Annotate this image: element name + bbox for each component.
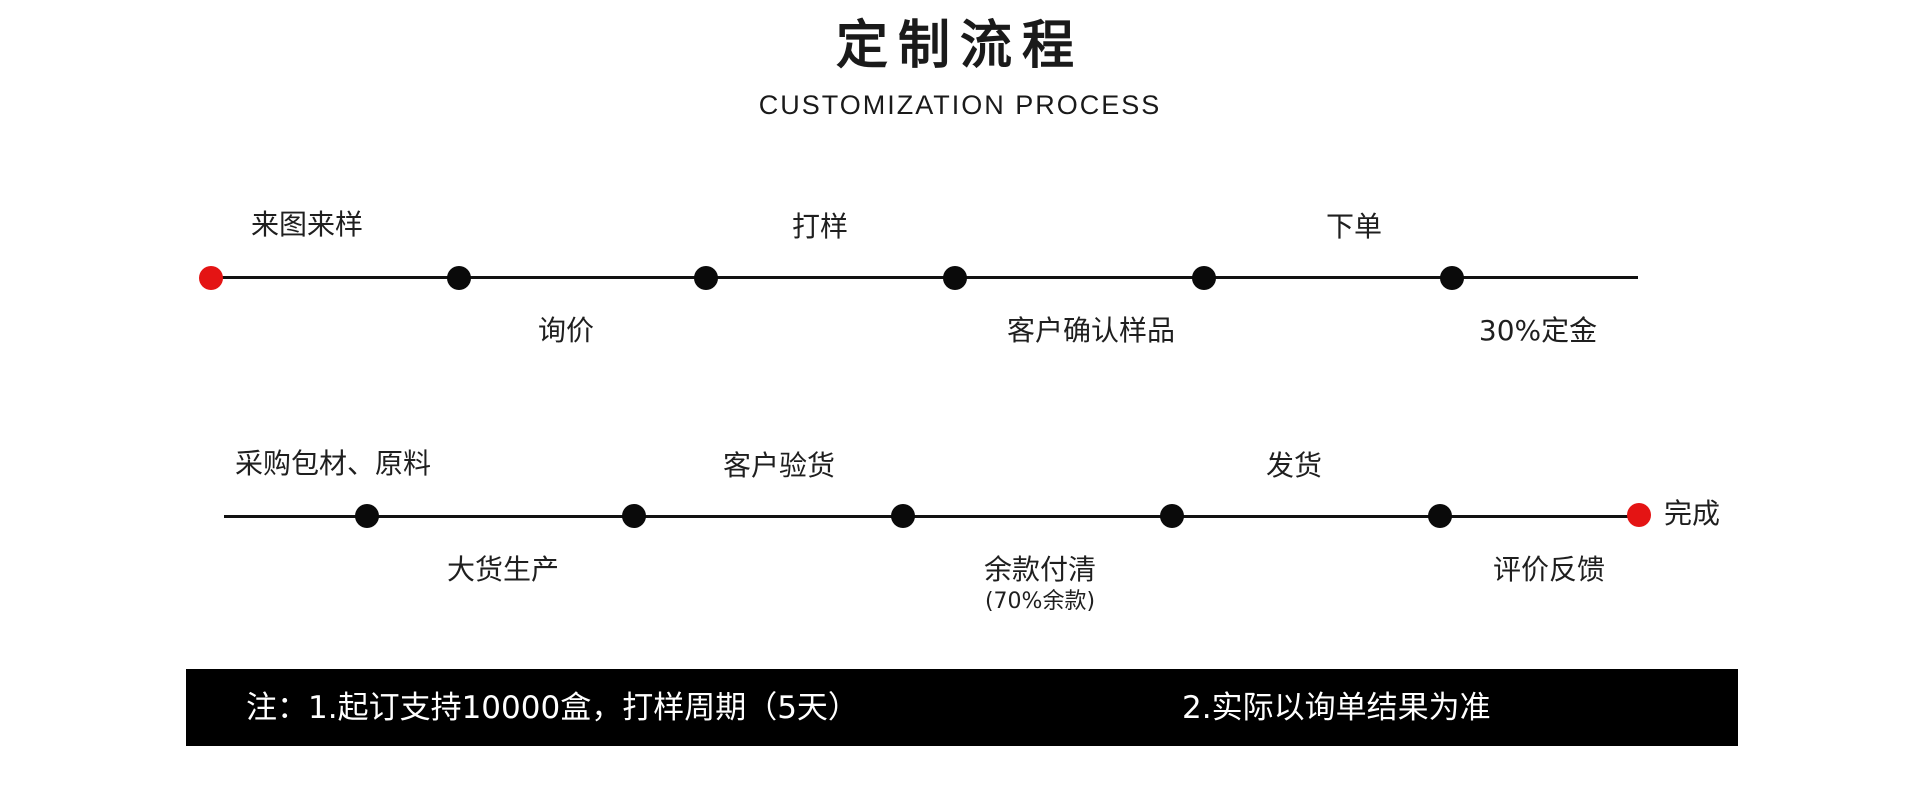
step-dot <box>1192 266 1216 290</box>
step-label: 发货 <box>1265 449 1323 482</box>
note-text-2: 2.实际以询单结果为准 <box>1182 690 1491 726</box>
step-label: 询价 <box>537 314 595 347</box>
step-label: 客户验货 <box>722 449 836 482</box>
step-label: 来图来样 <box>250 208 364 241</box>
step-dot <box>1160 504 1184 528</box>
timeline-line-1 <box>210 276 1638 279</box>
end-dot <box>1627 503 1651 527</box>
step-dot <box>694 266 718 290</box>
step-dot <box>891 504 915 528</box>
note-bar: 注：1.起订支持10000盒，打样周期（5天） 2.实际以询单结果为准 <box>186 669 1738 746</box>
note-text-1: 注：1.起订支持10000盒，打样周期（5天） <box>246 690 859 726</box>
step-label: 30%定金 <box>1478 314 1598 347</box>
page-subtitle: CUSTOMIZATION PROCESS <box>758 90 1162 120</box>
step-dot <box>943 266 967 290</box>
step-dot <box>447 266 471 290</box>
step-dot <box>1440 266 1464 290</box>
step-label: 打样 <box>791 210 849 243</box>
step-dot <box>622 504 646 528</box>
step-dot <box>355 504 379 528</box>
page-title: 定制流程 <box>835 16 1084 76</box>
step-label: 客户确认样品 <box>1006 314 1176 347</box>
step-label: 余款付清 <box>983 553 1097 586</box>
timeline-line-2 <box>224 515 1639 518</box>
step-label: 下单 <box>1325 210 1383 243</box>
step-note: (70%余款) <box>984 589 1096 614</box>
step-label: 大货生产 <box>446 553 560 586</box>
step-label-final: 完成 <box>1664 497 1721 530</box>
start-dot <box>199 266 223 290</box>
step-label: 评价反馈 <box>1492 553 1606 586</box>
step-label: 采购包材、原料 <box>234 447 432 480</box>
step-dot <box>1428 504 1452 528</box>
